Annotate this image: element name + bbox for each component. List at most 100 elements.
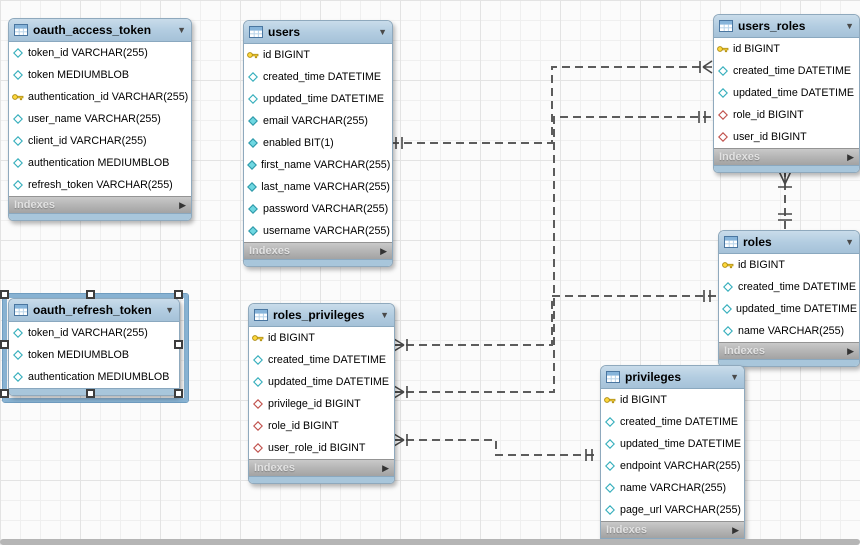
column-label: client_id VARCHAR(255): [28, 135, 147, 147]
column-row-oauth_refresh_token[interactable]: token_id VARCHAR(255): [9, 322, 179, 344]
column-row-roles_privileges[interactable]: user_role_id BIGINT: [249, 437, 394, 459]
column-row-oauth_access_token[interactable]: token_id VARCHAR(255): [9, 42, 191, 64]
column-row-roles_privileges[interactable]: updated_time DATETIME: [249, 371, 394, 393]
column-label: name VARCHAR(255): [738, 325, 845, 337]
collapse-arrow-icon[interactable]: ▼: [730, 371, 739, 382]
rel-roles-to-roles_privileges[interactable]: [393, 290, 716, 352]
diamond-open-icon: [604, 439, 616, 449]
indexes-label: Indexes: [724, 345, 765, 357]
column-label: privilege_id BIGINT: [268, 398, 361, 410]
column-label: created_time DATETIME: [733, 65, 851, 77]
collapse-arrow-icon[interactable]: ▼: [165, 304, 174, 315]
column-label: username VARCHAR(255): [263, 225, 390, 237]
column-row-users[interactable]: password VARCHAR(255): [244, 198, 392, 220]
collapse-arrow-icon[interactable]: ▼: [380, 309, 389, 320]
collapse-arrow-icon[interactable]: ▼: [177, 24, 186, 35]
column-row-oauth_access_token[interactable]: authentication_id VARCHAR(255): [9, 86, 191, 108]
column-row-oauth_refresh_token[interactable]: authentication MEDIUMBLOB: [9, 366, 179, 388]
expand-arrow-icon[interactable]: ▶: [380, 245, 387, 256]
column-row-oauth_refresh_token[interactable]: token MEDIUMBLOB: [9, 344, 179, 366]
table-header[interactable]: users_roles ▼: [714, 15, 859, 38]
column-row-privileges[interactable]: endpoint VARCHAR(255): [601, 455, 744, 477]
table-oauth_refresh_token[interactable]: oauth_refresh_token ▼ token_id VARCHAR(2…: [8, 298, 180, 396]
table-header[interactable]: roles_privileges ▼: [249, 304, 394, 327]
column-row-privileges[interactable]: id BIGINT: [601, 389, 744, 411]
column-row-roles[interactable]: created_time DATETIME: [719, 276, 859, 298]
column-row-privileges[interactable]: name VARCHAR(255): [601, 477, 744, 499]
column-row-users_roles[interactable]: user_id BIGINT: [714, 126, 859, 148]
column-row-roles_privileges[interactable]: privilege_id BIGINT: [249, 393, 394, 415]
expand-arrow-icon[interactable]: ▶: [382, 462, 389, 473]
column-label: endpoint VARCHAR(255): [620, 460, 741, 472]
rel-users-to-users_roles[interactable]: [391, 60, 713, 149]
selection-handle-se[interactable]: [174, 389, 183, 398]
indexes-footer[interactable]: Indexes ▶: [249, 459, 394, 476]
table-header[interactable]: privileges ▼: [601, 366, 744, 389]
column-row-users[interactable]: updated_time DATETIME: [244, 88, 392, 110]
collapse-arrow-icon[interactable]: ▼: [845, 20, 854, 31]
indexes-footer[interactable]: Indexes ▶: [244, 242, 392, 259]
table-header[interactable]: oauth_refresh_token ▼: [9, 299, 179, 322]
selection-handle-w[interactable]: [0, 340, 9, 349]
column-row-users_roles[interactable]: created_time DATETIME: [714, 60, 859, 82]
rel-roles-to-users_roles[interactable]: [777, 168, 793, 229]
collapse-arrow-icon[interactable]: ▼: [378, 26, 387, 37]
column-row-users[interactable]: enabled BIT(1): [244, 132, 392, 154]
column-row-users_roles[interactable]: id BIGINT: [714, 38, 859, 60]
column-row-oauth_access_token[interactable]: token MEDIUMBLOB: [9, 64, 191, 86]
table-users_roles[interactable]: users_roles ▼ id BIGINT created_time DATE…: [713, 14, 860, 173]
collapse-arrow-icon[interactable]: ▼: [845, 236, 854, 247]
selection-handle-s[interactable]: [86, 389, 95, 398]
column-row-oauth_access_token[interactable]: user_name VARCHAR(255): [9, 108, 191, 130]
column-row-privileges[interactable]: created_time DATETIME: [601, 411, 744, 433]
selection-handle-n[interactable]: [86, 290, 95, 299]
column-row-oauth_access_token[interactable]: client_id VARCHAR(255): [9, 130, 191, 152]
column-row-privileges[interactable]: page_url VARCHAR(255): [601, 499, 744, 521]
column-row-users[interactable]: id BIGINT: [244, 44, 392, 66]
column-label: user_name VARCHAR(255): [28, 113, 161, 125]
column-row-roles_privileges[interactable]: created_time DATETIME: [249, 349, 394, 371]
expand-arrow-icon[interactable]: ▶: [847, 345, 854, 356]
column-row-users_roles[interactable]: role_id BIGINT: [714, 104, 859, 126]
expand-arrow-icon[interactable]: ▶: [847, 151, 854, 162]
indexes-footer[interactable]: Indexes ▶: [9, 196, 191, 213]
horizontal-scrollbar[interactable]: [0, 539, 860, 545]
column-row-users[interactable]: last_name VARCHAR(255): [244, 176, 392, 198]
indexes-footer[interactable]: Indexes ▶: [714, 148, 859, 165]
table-header[interactable]: users ▼: [244, 21, 392, 44]
column-row-roles[interactable]: updated_time DATETIME: [719, 298, 859, 320]
diamond-open-icon: [717, 88, 729, 98]
expand-arrow-icon[interactable]: ▶: [732, 524, 739, 535]
table-oauth_access_token[interactable]: oauth_access_token ▼ token_id VARCHAR(25…: [8, 18, 192, 221]
selection-handle-ne[interactable]: [174, 290, 183, 299]
column-row-roles[interactable]: id BIGINT: [719, 254, 859, 276]
column-row-oauth_access_token[interactable]: authentication MEDIUMBLOB: [9, 152, 191, 174]
expand-arrow-icon[interactable]: ▶: [179, 199, 186, 210]
column-row-users_roles[interactable]: updated_time DATETIME: [714, 82, 859, 104]
rel-privileges-to-roles_privileges[interactable]: [393, 433, 598, 461]
table-header[interactable]: oauth_access_token ▼: [9, 19, 191, 42]
selection-handle-sw[interactable]: [0, 389, 9, 398]
column-row-roles_privileges[interactable]: id BIGINT: [249, 327, 394, 349]
column-row-users[interactable]: username VARCHAR(255): [244, 220, 392, 242]
indexes-footer[interactable]: Indexes ▶: [719, 342, 859, 359]
selection-handle-e[interactable]: [174, 340, 183, 349]
column-row-privileges[interactable]: updated_time DATETIME: [601, 433, 744, 455]
selection-handle-nw[interactable]: [0, 290, 9, 299]
diamond-fk-icon: [717, 132, 729, 142]
column-row-users[interactable]: email VARCHAR(255): [244, 110, 392, 132]
diamond-open-icon: [722, 282, 734, 292]
column-row-roles[interactable]: name VARCHAR(255): [719, 320, 859, 342]
table-header[interactable]: roles ▼: [719, 231, 859, 254]
column-row-roles_privileges[interactable]: role_id BIGINT: [249, 415, 394, 437]
column-row-oauth_access_token[interactable]: refresh_token VARCHAR(255): [9, 174, 191, 196]
column-row-users[interactable]: first_name VARCHAR(255): [244, 154, 392, 176]
rel-users_roles-to-roles_privileges[interactable]: [393, 111, 711, 399]
column-row-users[interactable]: created_time DATETIME: [244, 66, 392, 88]
indexes-footer[interactable]: Indexes ▶: [601, 521, 744, 538]
